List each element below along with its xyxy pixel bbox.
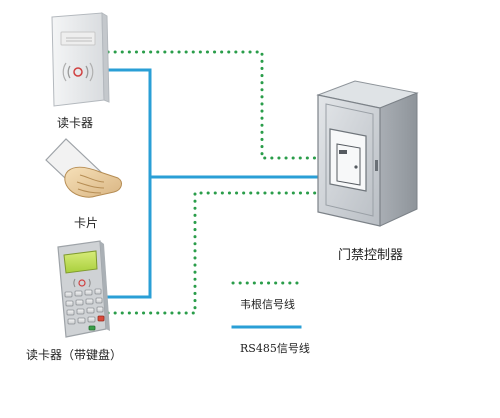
wiegand-line-keypad-reader xyxy=(106,191,318,315)
keypad-card-reader-icon xyxy=(57,240,110,338)
legend-rs485-label: RS485信号线 xyxy=(240,342,310,355)
access-controller-cabinet-icon xyxy=(316,80,419,227)
wiegand-lines xyxy=(106,50,318,315)
legend-wiegand-label: 韦根信号线 xyxy=(240,298,295,311)
label-card-reader: 读卡器 xyxy=(57,116,94,130)
label-access-controller: 门禁控制器 xyxy=(338,248,404,263)
keypad-keys xyxy=(64,288,104,325)
label-card: 卡片 xyxy=(74,216,99,230)
hand-holding-card-icon xyxy=(45,138,122,198)
wiegand-line-top-reader xyxy=(106,50,318,160)
label-keypad-reader: 读卡器（带键盘） xyxy=(26,348,123,362)
rs485-lines xyxy=(106,68,320,329)
card-reader-icon xyxy=(51,12,110,107)
rs485-line-top-reader xyxy=(106,68,152,299)
